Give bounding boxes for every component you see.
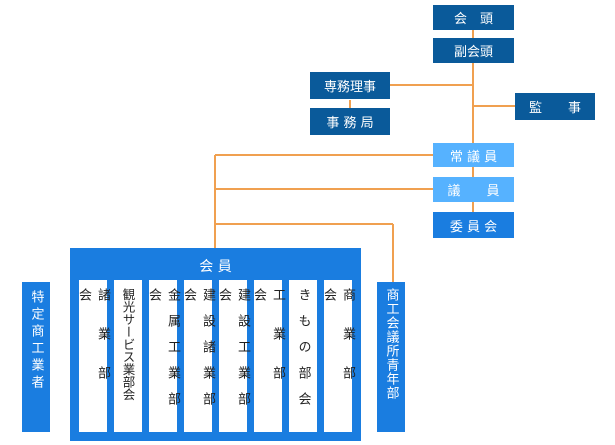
department-label: きもの部会 — [295, 288, 311, 418]
department-label: 金属工業部会 — [146, 288, 180, 418]
department-industry: 工業部会 — [251, 280, 285, 432]
department-construction-industry: 建設工業部会 — [216, 280, 250, 432]
department-label: 建設工業部会 — [216, 288, 250, 418]
specific-commerce-label: 特定商工業者 — [28, 290, 44, 392]
members-box: 議 員 — [433, 177, 514, 202]
standing-members-label: 常 議 員 — [449, 149, 498, 165]
department-label: 諸業部会 — [76, 288, 110, 405]
committee-label: 委 員 会 — [449, 219, 498, 235]
vice-chairman-label: 副会頭 — [453, 45, 493, 60]
executive-director-box: 専務理事 — [310, 72, 390, 99]
department-general-trades: 諸業部会 — [76, 280, 110, 432]
department-label: 観光サービス業部会 — [120, 288, 136, 401]
department-construction-trades: 建設諸業部会 — [181, 280, 215, 432]
department-label: 工業部会 — [251, 288, 285, 405]
youth-division-box: 商工会議所青年部 — [377, 282, 405, 432]
department-commerce: 商業部会 — [321, 280, 355, 432]
youth-division-label: 商工会議所青年部 — [383, 288, 399, 400]
chairman-label: 会 頭 — [453, 12, 493, 27]
chairman-box: 会 頭 — [433, 5, 514, 30]
auditor-box: 監 事 — [515, 93, 595, 120]
specific-commerce-box: 特定商工業者 — [22, 282, 50, 432]
standing-members-box: 常 議 員 — [433, 143, 514, 167]
department-metal-industry: 金属工業部会 — [146, 280, 180, 432]
vice-chairman-box: 副会頭 — [433, 38, 514, 63]
department-label: 商業部会 — [321, 288, 355, 405]
secretariat-box: 事 務 局 — [310, 108, 390, 135]
membership-title: 会 員 — [199, 259, 232, 275]
committee-box: 委 員 会 — [433, 212, 514, 238]
department-kimono: きもの部会 — [289, 280, 317, 432]
auditor-label: 監 事 — [528, 101, 581, 116]
department-tourism-services: 観光サービス業部会 — [114, 280, 142, 432]
executive-director-label: 専務理事 — [323, 80, 376, 95]
department-label: 建設諸業部会 — [181, 288, 215, 418]
members-label: 議 員 — [447, 184, 500, 199]
secretariat-label: 事 務 局 — [326, 116, 374, 131]
